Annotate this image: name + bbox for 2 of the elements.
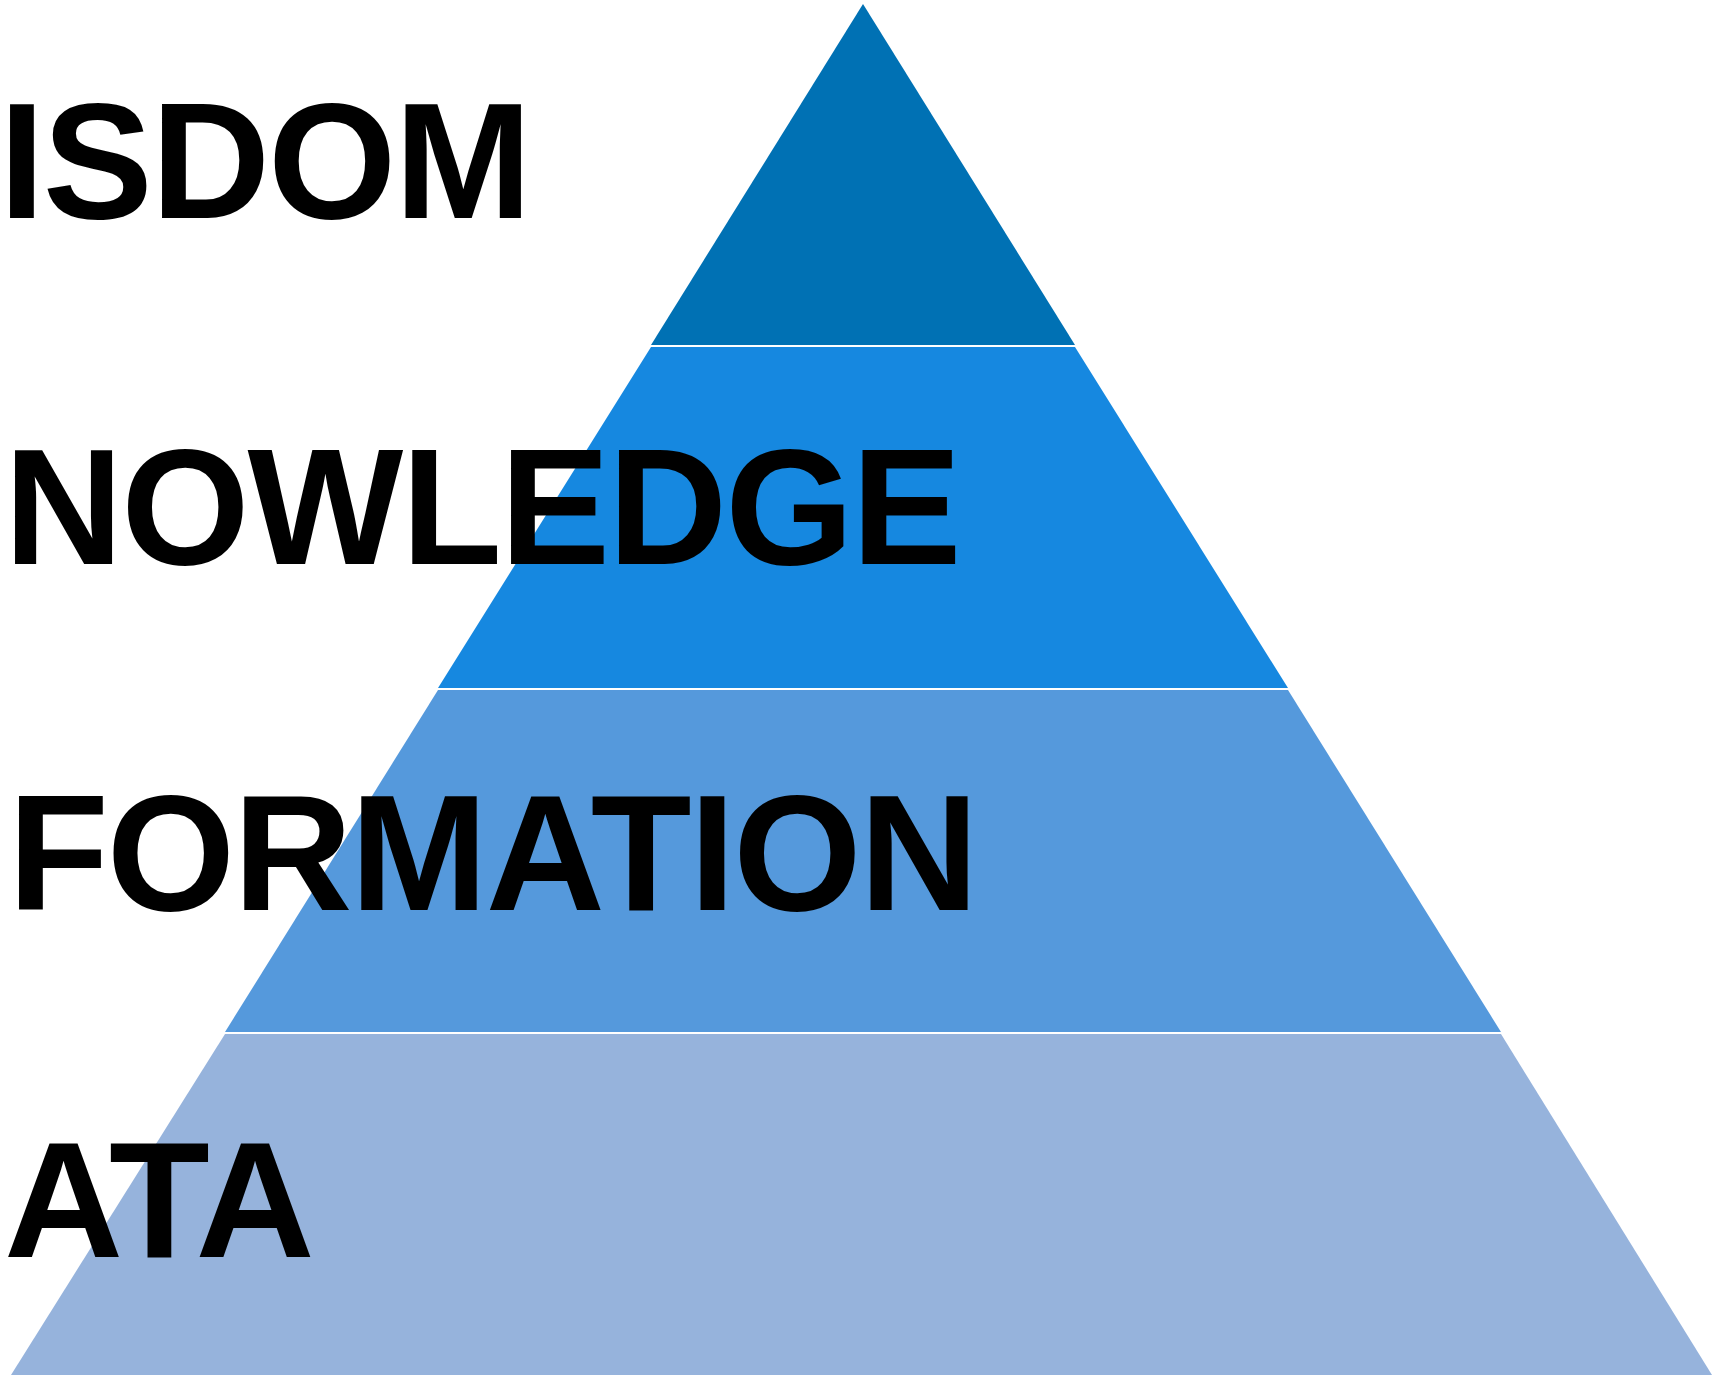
tier-label: ATA [4,1118,313,1283]
tier-label: ISDOM [0,79,530,244]
